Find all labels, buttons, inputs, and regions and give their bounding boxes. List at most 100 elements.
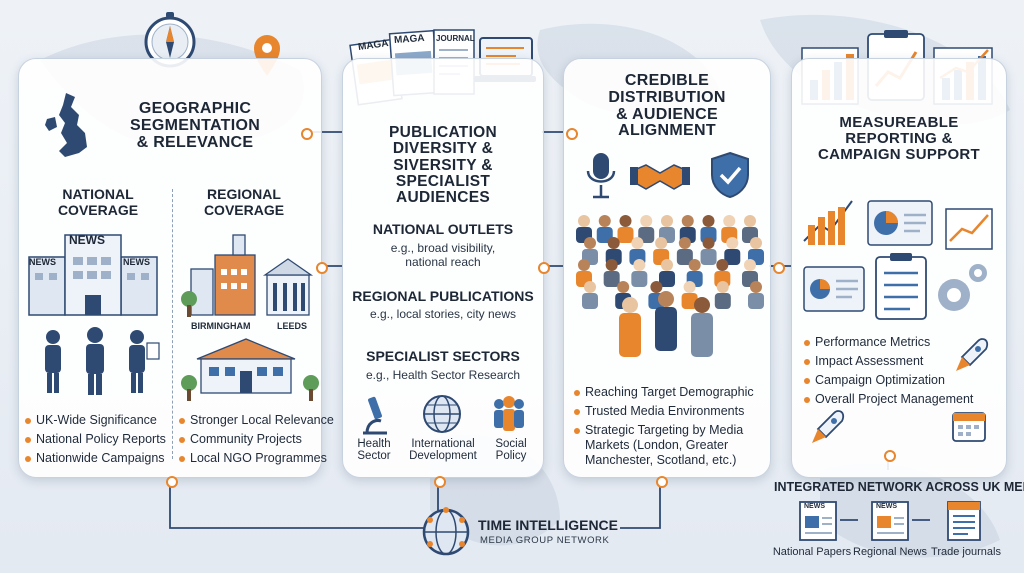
regional-bullet: Local NGO Programmes: [179, 451, 327, 465]
reporting-bullet: Impact Assessment: [804, 354, 923, 368]
connector-dot: [773, 262, 785, 274]
crowd-person-head: [584, 281, 596, 293]
city-buildings-illustration: [190, 234, 314, 316]
crowd-person-head: [726, 237, 739, 249]
community-centre-illustration: [196, 338, 296, 394]
crowd-person-head: [605, 259, 618, 271]
connector-dot: [884, 450, 896, 462]
crowd-person-head: [598, 215, 611, 227]
crowd-person-body: [681, 293, 698, 309]
crowd-person-head: [633, 259, 646, 271]
distribution-bullet: Trusted Media Environments: [574, 404, 744, 418]
crowd-person-body: [659, 271, 675, 287]
crowd-person-head: [702, 215, 715, 227]
crowd-person-body: [700, 249, 717, 265]
crowd-person-body: [655, 307, 677, 351]
crowd-person-head: [750, 281, 762, 293]
specialist-sectors-example: e.g., Health Sector Research: [365, 368, 521, 382]
national-bullet: Nationwide Campaigns: [25, 451, 165, 465]
crowd-person-head: [619, 215, 632, 227]
city-label-birmingham: BIRMINGHAM: [191, 321, 251, 331]
crowd-person-head: [655, 237, 668, 249]
crowd-person-head: [631, 237, 644, 249]
reporting-bullet: Overall Project Management: [804, 392, 973, 406]
crowd-person-head: [650, 281, 663, 293]
crowd-person-body: [676, 249, 693, 265]
network-label-trade: Trade journals: [931, 546, 1001, 558]
network-title: INTEGRATED NETWORK ACROSS UK MEDIA: [774, 480, 1024, 494]
calendar-icon: [952, 412, 986, 442]
regional-publications-example: e.g., local stories, city news: [369, 307, 517, 321]
crowd-person-head: [622, 297, 638, 313]
people-icon: [494, 396, 524, 431]
city-label-leeds: LEEDS: [277, 321, 308, 331]
connector-dot: [301, 128, 313, 140]
crowd-person-head: [723, 215, 736, 227]
audience-crowd-illustration: [576, 215, 764, 357]
regional-bullet: Community Projects: [179, 432, 302, 446]
tree-icon: [181, 375, 197, 401]
crowd-person-body: [596, 227, 613, 243]
microscope-icon: [363, 396, 387, 435]
crowd-person-head: [640, 215, 653, 227]
shield-check-icon: [711, 151, 749, 199]
newspaper-icon: [799, 501, 837, 541]
trade-journal-icon: [947, 501, 981, 541]
specialist-sectors-heading: SPECIALIST SECTORS: [366, 348, 520, 364]
crowd-person-head: [750, 237, 762, 249]
news-sign-left: NEWS: [29, 257, 56, 267]
national-outlets-example: e.g., broad visibility,national reach: [390, 241, 496, 269]
connector-dot: [316, 262, 328, 274]
crowd-person-head: [661, 259, 673, 271]
crowd-person-body: [748, 293, 764, 309]
magazine-label: MAGA: [393, 32, 425, 47]
crowd-person-body: [691, 313, 713, 357]
tree-icon: [181, 291, 197, 317]
journal-label: JOURNAL: [436, 34, 475, 43]
hub-title: TIME INTELLIGENCE: [478, 517, 618, 533]
crowd-person-head: [681, 215, 694, 227]
speakers-illustration: [45, 327, 160, 395]
crowd-person-body: [714, 293, 731, 309]
network-label-regional: Regional News: [853, 546, 927, 558]
distribution-bullet-cont: Manchester, Scotland, etc.): [585, 453, 737, 467]
crowd-person-body: [603, 271, 620, 287]
distribution-bullet: Reaching Target Demographic: [574, 385, 754, 399]
crowd-person-head: [661, 215, 673, 227]
crowd-person-head: [716, 281, 729, 293]
crowd-person-body: [631, 271, 648, 287]
news-sign: NEWS: [69, 233, 105, 247]
crowd-person-body: [638, 227, 655, 243]
national-outlets-heading: NATIONAL OUTLETS: [372, 221, 514, 237]
crowd-person-head: [688, 259, 701, 271]
crowd-person-head: [702, 237, 715, 249]
connector-dot: [566, 128, 578, 140]
crowd-person-head: [607, 237, 620, 249]
hub-subtitle: MEDIA GROUP NETWORK: [480, 535, 610, 546]
regional-publications-heading: REGIONAL PUBLICATIONS: [352, 288, 534, 304]
newspaper-sign: NEWS: [804, 503, 825, 510]
national-bullet: UK-Wide Significance: [25, 413, 157, 427]
handshake-icon: [630, 164, 690, 190]
tree-icon: [303, 375, 319, 401]
connector-dot: [538, 262, 550, 274]
news-sign-right: NEWS: [123, 257, 150, 267]
analytics-dashboard-illustration: [803, 200, 993, 320]
crowd-person-head: [683, 281, 696, 293]
newspaper-sign: NEWS: [876, 503, 897, 510]
crowd-person-head: [578, 215, 590, 227]
reporting-bullet: Performance Metrics: [804, 335, 930, 349]
uk-map-icon: [45, 93, 87, 157]
connector-dot: [656, 476, 668, 488]
